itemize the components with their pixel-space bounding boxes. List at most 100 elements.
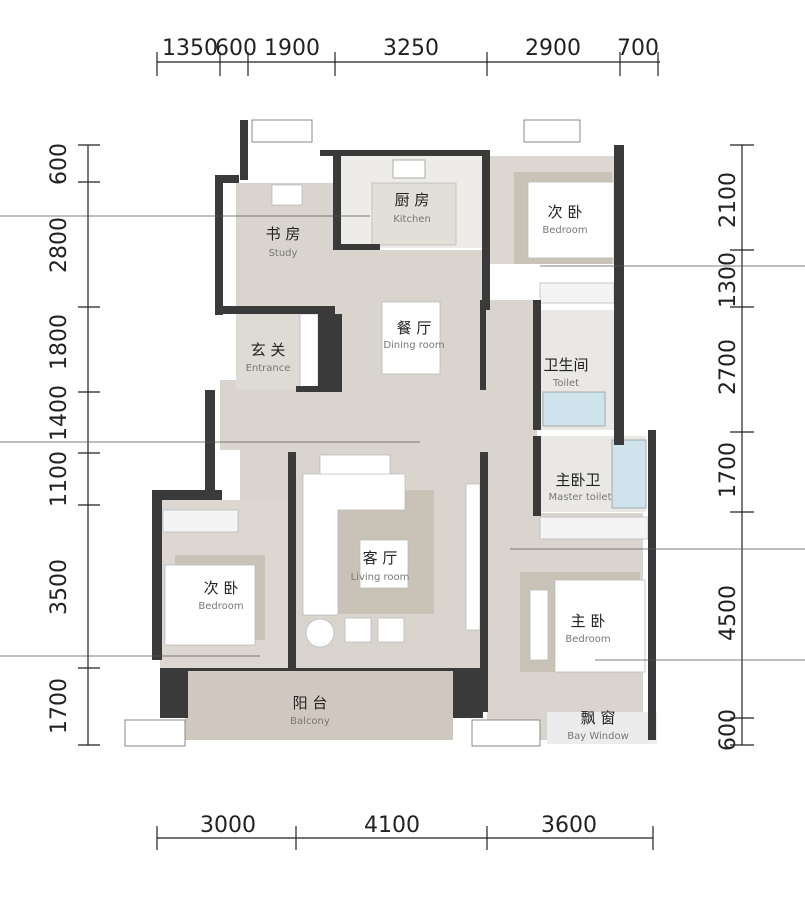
wall-kitchen-top xyxy=(320,150,490,156)
room-entrance-cn: 玄 关 xyxy=(251,341,286,359)
dim-right-5: 4500 xyxy=(716,585,741,641)
window-balcony-left xyxy=(124,719,186,747)
room-labels: 书 房 Study 厨 房 Kitchen 次 卧 Bedroom 餐 厅 Di… xyxy=(198,191,628,742)
chair-2 xyxy=(377,617,405,643)
wall-bedroom-ne-right xyxy=(614,145,624,445)
study-desk xyxy=(271,184,303,206)
dim-left-2: 2800 xyxy=(47,217,72,273)
left-ticks xyxy=(78,144,100,746)
dim-right-6: 600 xyxy=(716,709,741,751)
wall-sw-top xyxy=(152,490,222,500)
wall-balcony-left xyxy=(160,668,188,718)
wall-study-top-stub xyxy=(240,120,248,180)
window-balcony-right xyxy=(471,719,541,747)
room-bedroom-sw-en: Bedroom xyxy=(198,601,243,612)
dimension-lines xyxy=(0,52,805,850)
floor-entrance xyxy=(236,312,300,390)
shoe-cabinet xyxy=(299,313,319,389)
wall-balcony-top xyxy=(185,668,455,671)
coffee-table xyxy=(359,539,409,589)
window-study xyxy=(251,119,313,143)
dim-left-1: 600 xyxy=(47,143,72,185)
bed-sw xyxy=(164,564,256,646)
dim-bottom-2: 4100 xyxy=(364,813,420,838)
kitchen-sink xyxy=(392,159,426,179)
dim-left-5: 1100 xyxy=(47,451,72,507)
floor-balcony xyxy=(185,670,453,740)
wall-entrance-box xyxy=(318,314,342,392)
bottom-ticks xyxy=(156,826,654,850)
room-master-en: Bedroom xyxy=(565,634,610,645)
floor-bay-window xyxy=(547,712,657,744)
room-entrance-en: Entrance xyxy=(246,363,291,374)
room-bedroom-ne-cn: 次 卧 xyxy=(548,203,583,221)
wall-master-right xyxy=(648,430,656,740)
dim-bottom-3: 3600 xyxy=(541,813,597,838)
wall-kitchen-bottom xyxy=(340,244,380,250)
windows xyxy=(124,119,581,747)
window-bedroom-ne xyxy=(523,119,581,143)
wardrobe-ne xyxy=(539,282,615,304)
wall-center xyxy=(480,300,486,390)
dim-top-5: 2900 xyxy=(525,36,581,61)
sofa-l xyxy=(302,473,406,616)
room-toilet-cn: 卫生间 xyxy=(543,356,588,374)
room-balcony-cn: 阳 台 xyxy=(293,694,328,712)
wall-sw-right xyxy=(288,452,296,670)
wall-entry-left xyxy=(205,390,215,500)
room-living-en: Living room xyxy=(351,572,410,583)
room-study-cn: 书 房 xyxy=(266,225,301,243)
wall-toilet-left xyxy=(533,300,541,430)
wall-kitchen-right xyxy=(482,150,490,310)
bathtub xyxy=(542,391,606,427)
dim-left-4: 1400 xyxy=(47,385,72,441)
tv-cabinet xyxy=(465,483,481,631)
room-bedroom-ne-en: Bedroom xyxy=(542,225,587,236)
dining-table xyxy=(381,301,441,375)
room-master-toilet-cn: 主卧卫 xyxy=(555,471,600,489)
dimension-labels: 1350 600 1900 3250 2900 700 3000 4100 36… xyxy=(47,36,741,838)
room-master-cn: 主 卧 xyxy=(571,612,606,630)
right-ticks xyxy=(730,144,754,746)
wall-entrance-bottom xyxy=(296,386,342,392)
dim-top-6: 700 xyxy=(617,36,659,61)
dim-right-4: 1700 xyxy=(716,442,741,498)
dim-bottom-1: 3000 xyxy=(200,813,256,838)
dim-left-7: 1700 xyxy=(47,678,72,734)
desk-master xyxy=(529,589,549,661)
room-bedroom-sw-cn: 次 卧 xyxy=(204,579,239,597)
wardrobe-master xyxy=(539,516,649,540)
dim-right-3: 2700 xyxy=(716,339,741,395)
dim-top-2: 600 xyxy=(215,36,257,61)
wall-sw-left xyxy=(152,490,162,660)
top-ticks xyxy=(156,52,659,76)
room-master-toilet-en: Master toilet xyxy=(549,492,612,503)
dim-right-1: 2100 xyxy=(716,172,741,228)
wall-study-top xyxy=(215,175,239,183)
room-study-en: Study xyxy=(269,248,298,259)
room-balcony-en: Balcony xyxy=(290,716,330,727)
bed-ne xyxy=(527,181,615,259)
room-bay-en: Bay Window xyxy=(567,731,629,742)
walls xyxy=(152,120,656,740)
dim-top-1: 1350 xyxy=(162,36,218,61)
room-dining-cn: 餐 厅 xyxy=(397,319,432,337)
dim-top-4: 3250 xyxy=(383,36,439,61)
room-bay-cn: 飘 窗 xyxy=(581,709,616,727)
wall-balcony-right xyxy=(453,668,483,718)
dim-right-2: 1300 xyxy=(716,252,741,308)
sofa-back xyxy=(319,454,391,476)
wall-entrance-top xyxy=(215,306,335,314)
dim-left-3: 1800 xyxy=(47,314,72,370)
room-kitchen-en: Kitchen xyxy=(393,214,431,225)
room-living-cn: 客 厅 xyxy=(363,549,398,567)
room-toilet-en: Toilet xyxy=(552,378,579,389)
bed-master xyxy=(554,579,646,673)
room-dining-en: Dining room xyxy=(383,340,444,351)
kitchen-counter xyxy=(371,182,457,246)
wall-study-left xyxy=(215,175,223,315)
room-kitchen-cn: 厨 房 xyxy=(395,191,430,209)
dim-left-6: 3500 xyxy=(47,559,72,615)
side-table xyxy=(305,618,335,648)
